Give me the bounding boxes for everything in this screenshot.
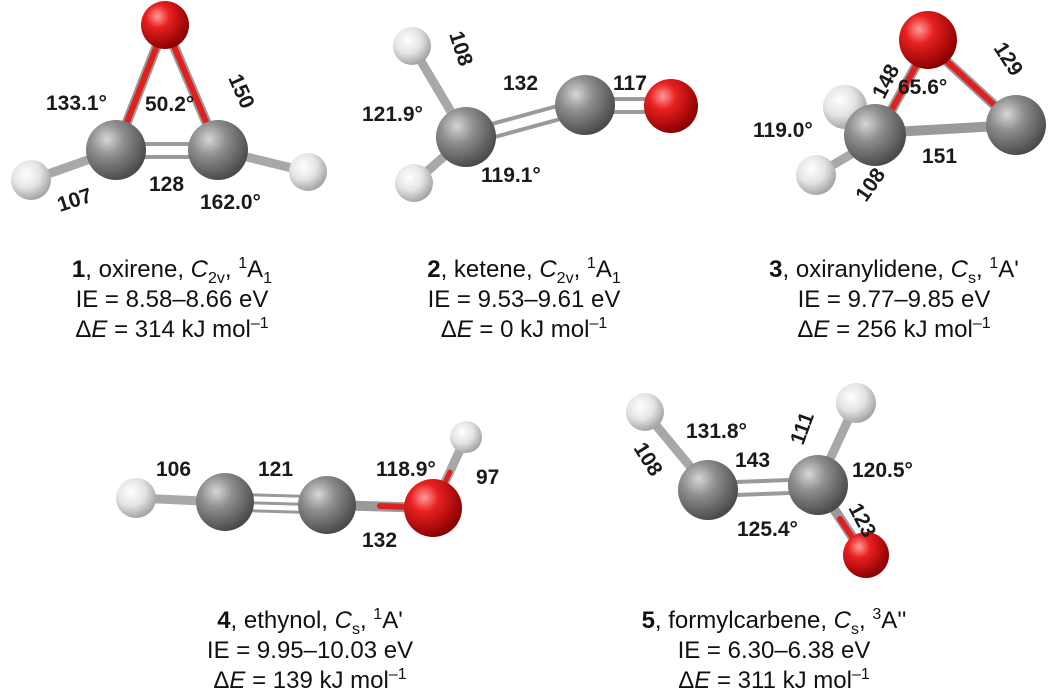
- relative-energy: ΔE = 139 kJ mol–1: [213, 666, 406, 694]
- relative-energy: ΔE = 314 kJ mol–1: [75, 315, 268, 343]
- caption-title: 5, formylcarbene, Cs, 3A'': [642, 606, 907, 638]
- carbon-atom: [86, 120, 146, 180]
- bond-length-label: 107: [54, 184, 94, 217]
- angle-label: 120.5°: [852, 459, 913, 482]
- caption-5: 5, formylcarbene, Cs, 3A'' IE = 6.30–6.3…: [642, 606, 907, 694]
- angle-label: 118.9°: [376, 458, 436, 481]
- bond-length-label: 132: [503, 72, 538, 95]
- bond-length-label: 143: [735, 449, 770, 472]
- oxygen-atom: [644, 79, 698, 133]
- hydrogen-atom: [289, 153, 327, 191]
- carbon-atom: [844, 104, 906, 166]
- bond-length-label: 151: [922, 145, 957, 168]
- relative-energy: ΔE = 256 kJ mol–1: [797, 315, 990, 343]
- bond-length-label: 108: [444, 28, 477, 69]
- molecule-5-formylcarbene: 131.8° 111 108 143 120.5° 125.4° 123: [626, 383, 913, 578]
- angle-label: 162.0°: [200, 191, 261, 214]
- relative-energy: ΔE = 0 kJ mol–1: [441, 315, 608, 343]
- ionization-energy: IE = 6.30–6.38 eV: [678, 637, 871, 664]
- ionization-energy: IE = 9.77–9.85 eV: [798, 286, 991, 313]
- bond-length-label: 106: [156, 458, 191, 481]
- angle-label: 131.8°: [686, 420, 747, 443]
- caption-4: 4, ethynol, Cs, 1A' IE = 9.95–10.03 eV Δ…: [207, 606, 413, 694]
- caption-title: 4, ethynol, Cs, 1A': [217, 606, 403, 638]
- bond-length-label: 121: [258, 458, 293, 481]
- angle-label: 119.0°: [753, 119, 813, 142]
- ionization-energy: IE = 9.95–10.03 eV: [207, 637, 413, 664]
- angle-label: 65.6°: [898, 76, 947, 99]
- bond-length-label: 97: [476, 466, 499, 489]
- oxygen-atom: [843, 532, 889, 578]
- angle-label: 119.1°: [481, 164, 541, 187]
- hydrogen-atom: [395, 164, 433, 202]
- molecule-3-oxiranylidene: 148 129 65.6° 119.0° 151 108: [753, 11, 1046, 206]
- bond-length-label: 150: [223, 71, 258, 112]
- hydrogen-atom: [393, 27, 431, 65]
- caption-3: 3, oxiranylidene, Cs, 1A' IE = 9.77–9.85…: [769, 255, 1019, 343]
- carbon-atom: [788, 455, 848, 515]
- bond-length-label: 128: [149, 173, 184, 196]
- hydrogen-atom: [796, 155, 836, 195]
- caption-title: 1, oxirene, C2v, 1A1: [72, 255, 272, 287]
- bond-length-label: 132: [362, 529, 397, 552]
- caption-1: 1, oxirene, C2v, 1A1 IE = 8.58–8.66 eV Δ…: [72, 255, 272, 343]
- angle-label: 133.1°: [46, 92, 107, 115]
- hydrogen-atom: [626, 393, 664, 431]
- carbon-atom: [678, 460, 738, 520]
- caption-2: 2, ketene, C2v, 1A1 IE = 9.53–9.61 eV ΔE…: [427, 255, 621, 343]
- molecule-2-ketene: 108 132 117 121.9° 119.1°: [362, 27, 698, 202]
- bond-length-label: 129: [989, 38, 1027, 80]
- caption-title: 3, oxiranylidene, Cs, 1A': [769, 255, 1019, 287]
- carbon-atom: [986, 95, 1046, 155]
- bond-length-label: 111: [786, 409, 819, 448]
- bond-length-label: 108: [629, 438, 667, 480]
- carbon-atom: [196, 473, 254, 531]
- carbon-atom: [436, 107, 496, 167]
- molecule-4-ethynol: 106 121 118.9° 97 132: [116, 421, 499, 552]
- caption-title: 2, ketene, C2v, 1A1: [427, 255, 621, 287]
- oxygen-atom: [404, 479, 462, 537]
- bond-length-label: 108: [851, 164, 890, 206]
- carbon-atom: [188, 120, 248, 180]
- hydrogen-atom: [836, 383, 876, 423]
- ionization-energy: IE = 8.58–8.66 eV: [76, 286, 269, 313]
- oxygen-atom: [899, 11, 957, 69]
- carbon-atom: [298, 476, 356, 534]
- bond-length-label: 117: [613, 72, 647, 95]
- carbon-atom: [555, 75, 615, 135]
- angle-label: 121.9°: [362, 103, 423, 126]
- oxygen-atom: [141, 1, 189, 49]
- angle-label: 125.4°: [737, 518, 798, 541]
- angle-label: 50.2°: [145, 93, 194, 116]
- hydrogen-atom: [116, 478, 156, 518]
- ionization-energy: IE = 9.53–9.61 eV: [428, 286, 621, 313]
- hydrogen-atom: [11, 160, 51, 200]
- molecule-1-oxirene: 133.1° 50.2° 150 107 128 162.0°: [11, 1, 327, 217]
- relative-energy: ΔE = 311 kJ mol–1: [678, 666, 870, 694]
- hydrogen-atom: [450, 421, 482, 453]
